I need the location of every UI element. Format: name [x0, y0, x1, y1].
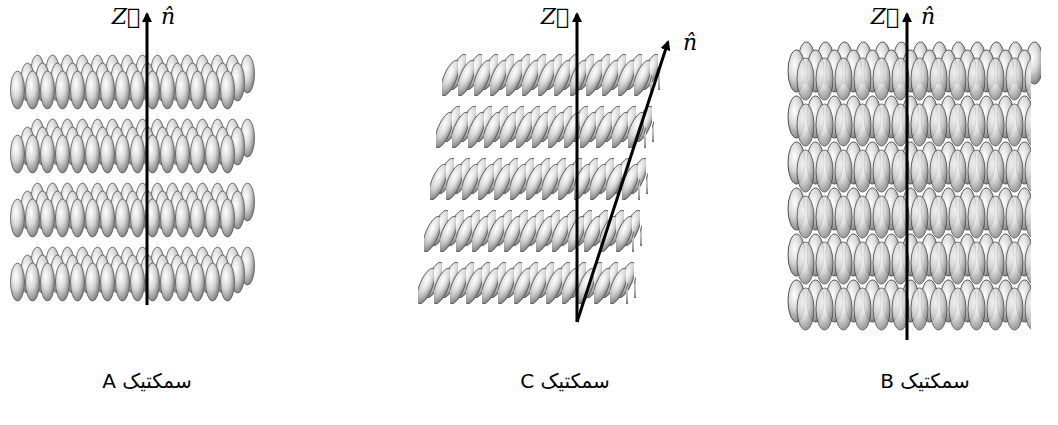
vector-label: Z⃗ — [871, 4, 900, 30]
vector-label: n̂ — [921, 4, 935, 30]
phase-caption: سمکتیک A — [102, 368, 191, 394]
smectic-a-block — [10, 54, 255, 302]
phase-caption: سمکتیک B — [880, 368, 969, 394]
phase-caption: سمکتیک C — [520, 368, 610, 394]
smectic-b-block — [787, 40, 1041, 332]
director-arrow — [577, 42, 668, 322]
layer-normal-arrow — [576, 14, 579, 322]
director-arrow — [906, 14, 909, 340]
vector-label: Z⃗ — [541, 4, 570, 30]
director-arrow — [146, 14, 149, 305]
vector-label: n̂ — [161, 4, 175, 30]
vector-label: Z⃗ — [112, 4, 141, 30]
vector-label: n̂ — [683, 30, 697, 56]
